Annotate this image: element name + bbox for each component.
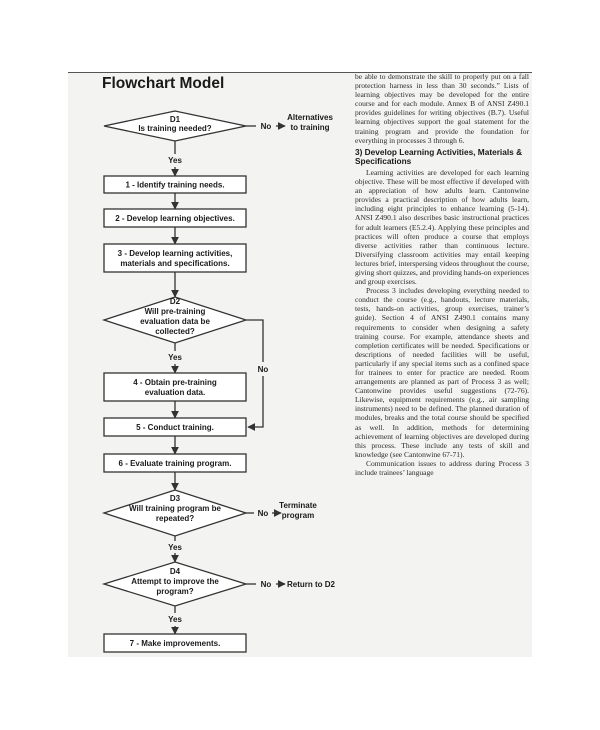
body-paragraph-1: be able to demonstrate the skill to prop…: [355, 72, 529, 145]
decision-d3-id: D3: [170, 494, 181, 503]
d2-yes-label: Yes: [168, 353, 182, 362]
decision-d1-text: Is training needed?: [138, 124, 211, 133]
step-3-label-2: materials and specifications.: [120, 259, 229, 268]
d4-no-label: No: [261, 580, 272, 589]
decision-d2: D2 Will pre-training evaluation data be …: [101, 296, 249, 344]
step-4-label-1: 4 - Obtain pre-training: [133, 378, 217, 387]
step-2-label: 2 - Develop learning objectives.: [115, 214, 235, 223]
d1-no-label: No: [261, 122, 272, 131]
d4-yes-label: Yes: [168, 615, 182, 624]
decision-d2-line2: evaluation data be: [140, 317, 210, 326]
alternatives-label-1: Alternatives: [287, 113, 333, 122]
body-paragraph-3: Process 3 includes developing everything…: [355, 286, 529, 459]
text-column: be able to demonstrate the skill to prop…: [355, 72, 529, 477]
step-4-label-2: evaluation data.: [145, 388, 205, 397]
d1-yes-label: Yes: [168, 156, 182, 165]
decision-d4-line1: Attempt to improve the: [131, 577, 219, 586]
step-7-label: 7 - Make improvements.: [130, 639, 221, 648]
body-paragraph-4: Communication issues to address during P…: [355, 458, 529, 478]
return-d2-label: Return to D2: [287, 580, 336, 589]
document-page: Flowchart Model D1 Is training needed? N…: [68, 72, 532, 657]
decision-d1: D1 Is training needed?: [103, 110, 247, 142]
step-5-label: 5 - Conduct training.: [136, 423, 214, 432]
step-3-box: [103, 243, 247, 273]
step-7-box: [103, 633, 247, 653]
d2-no-label: No: [258, 365, 269, 374]
decision-d4-line2: program?: [156, 587, 193, 596]
decision-d2-line3: collected?: [155, 327, 195, 336]
body-paragraph-2: Learning activities are developed for ea…: [355, 167, 529, 287]
decision-d2-id: D2: [170, 297, 181, 306]
flowchart: Flowchart Model D1 Is training needed? N…: [101, 75, 336, 653]
d3-no-label: No: [258, 509, 269, 518]
decision-d3-line2: repeated?: [156, 514, 194, 523]
connector: [246, 319, 264, 362]
flowchart-title: Flowchart Model: [102, 75, 224, 92]
arrow: [247, 376, 264, 431]
d3-yes-label: Yes: [168, 543, 182, 552]
decision-d3-line1: Will training program be: [129, 504, 221, 513]
step-4-box: [103, 372, 247, 402]
step-1-label: 1 - Identify training needs.: [125, 181, 224, 190]
step-6-label: 6 - Evaluate training program.: [119, 459, 232, 468]
step-3-label-1: 3 - Develop learning activities,: [118, 249, 233, 258]
decision-d1-id: D1: [170, 115, 181, 124]
decision-d2-line1: Will pre-training: [145, 307, 206, 316]
top-rule: [68, 72, 532, 73]
decision-d4: D4 Attempt to improve the program?: [101, 561, 249, 607]
decision-d3: D3 Will training program be repeated?: [101, 489, 249, 537]
section-heading: 3) Develop Learning Activities, Material…: [355, 146, 523, 167]
decision-d4-id: D4: [170, 567, 181, 576]
terminate-label-1: Terminate: [279, 501, 317, 510]
alternatives-label-2: to training: [290, 123, 329, 132]
terminate-label-2: program: [282, 511, 314, 520]
